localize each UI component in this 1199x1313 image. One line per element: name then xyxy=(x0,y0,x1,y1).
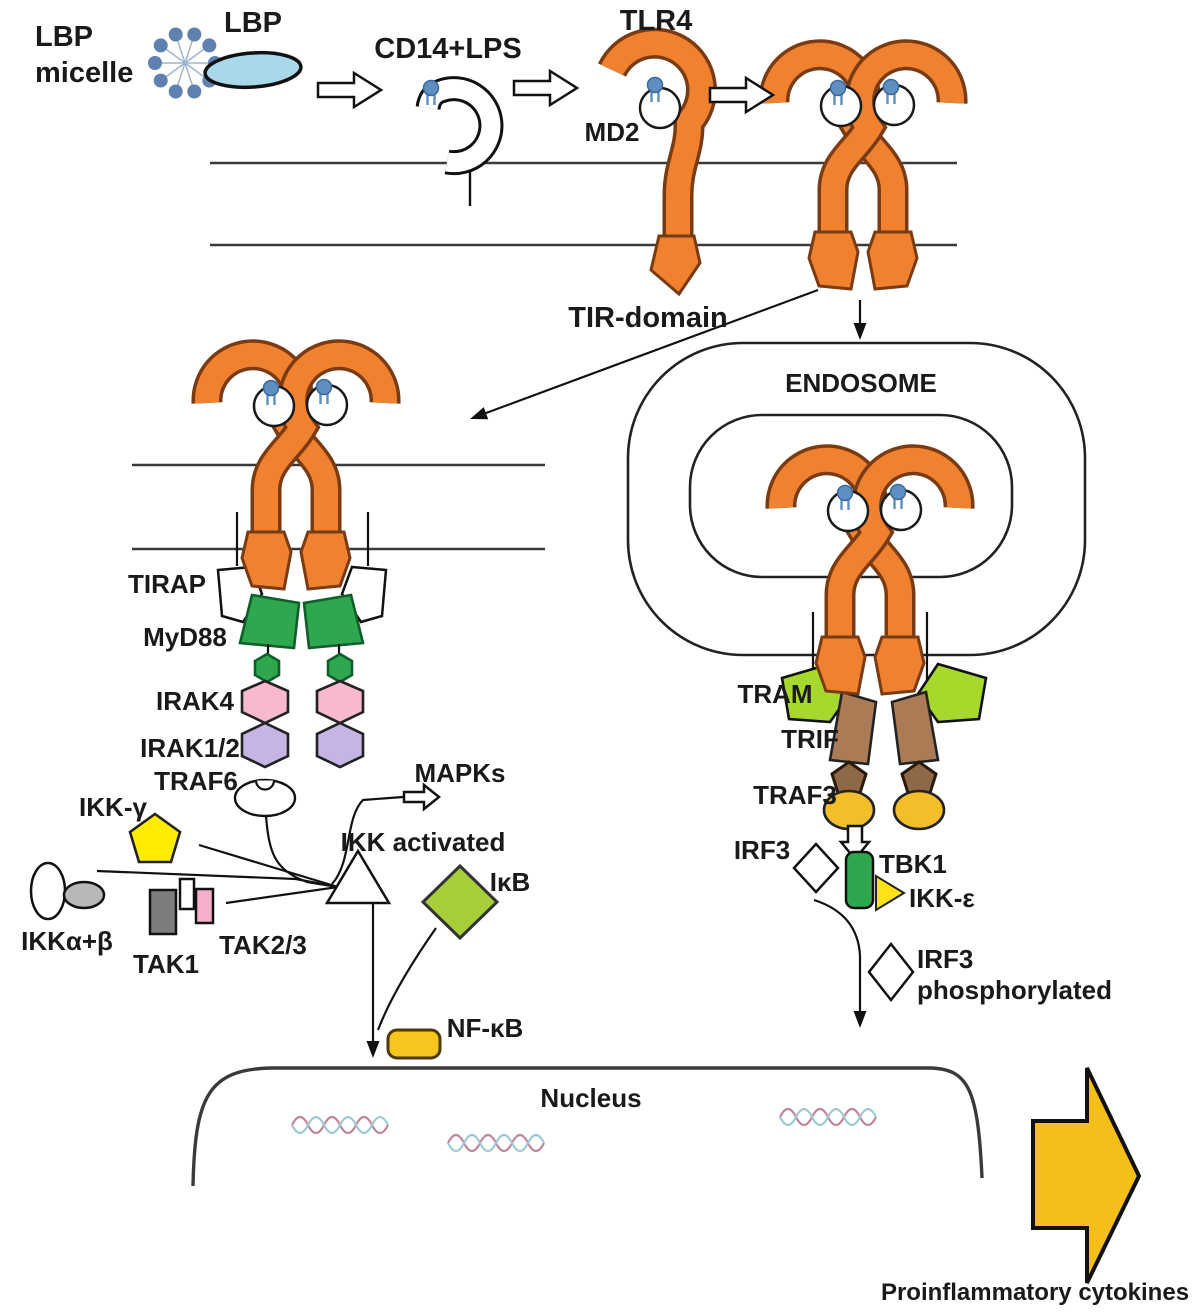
myd88-right xyxy=(302,593,365,650)
lbp-label: LBP xyxy=(224,7,282,39)
lbp-micelle-label-1: LBP xyxy=(35,21,93,53)
step-arrow-1 xyxy=(316,70,384,110)
proinflammatory-arrow xyxy=(1031,1067,1142,1284)
irak12-label: IRAK1/2 xyxy=(140,733,240,763)
tirap-label: TIRAP xyxy=(128,569,206,599)
tak23-label: TAK2/3 xyxy=(219,930,307,960)
irf3-phos-label-2: phosphorylated xyxy=(917,975,1112,1005)
ikk-alpha-ellipse xyxy=(29,861,67,921)
myd88-death-domain-right xyxy=(326,652,354,684)
arrow-to-endosome xyxy=(853,300,867,340)
cd14-molecule xyxy=(424,81,491,163)
tak3-box xyxy=(194,887,215,925)
irak4-right xyxy=(315,679,365,725)
ikk-gamma-pentagon xyxy=(128,812,182,864)
trif-left xyxy=(828,690,878,766)
nfkb-box xyxy=(386,1028,442,1060)
nucleus-label: Nucleus xyxy=(540,1083,641,1113)
proinflammatory-label: Proinflammatory cytokines xyxy=(881,1279,1189,1306)
cd14-lps-label: CD14+LPS xyxy=(374,33,521,65)
irf3-phos-label-1: IRF3 xyxy=(917,944,973,974)
tbk1-label: TBK1 xyxy=(879,849,947,879)
ikk-epsilon-label: IKK-ε xyxy=(909,883,975,913)
tak1-label: TAK1 xyxy=(133,949,199,979)
traf3-ring-right xyxy=(900,760,938,795)
ikk-activated-label: IKK activated xyxy=(341,827,506,857)
ikk-activated-triangle xyxy=(324,848,392,905)
traf3-right xyxy=(892,789,946,831)
arrow-to-plasma-dimer xyxy=(467,288,819,426)
dna-helix-1 xyxy=(290,1115,390,1135)
ikb-release-line xyxy=(376,927,437,1031)
ikk-beta-ellipse xyxy=(62,880,106,910)
ikb-diamond xyxy=(420,863,500,941)
myd88-left xyxy=(238,593,301,650)
tlr4-dimer-plasma xyxy=(207,355,385,589)
traf3-tbk1-arrow xyxy=(838,824,872,861)
tlr4-dimer-top xyxy=(774,55,952,289)
lbp-protein xyxy=(203,50,303,90)
step-arrow-2 xyxy=(512,68,580,108)
irf3-phos-diamond xyxy=(867,941,915,1003)
lbp-micelle-label-2: micelle xyxy=(35,57,133,89)
irak4-label: IRAK4 xyxy=(156,686,235,716)
signal-convergence-lines xyxy=(96,815,339,905)
traf6-molecule xyxy=(233,778,297,818)
ikb-label: IκB xyxy=(490,867,531,897)
tirap-myd88-complex xyxy=(216,512,388,769)
traf6-label: TRAF6 xyxy=(154,766,238,796)
arrow-tbk1-to-nucleus xyxy=(813,898,867,1028)
myd88-label: MyD88 xyxy=(143,622,227,652)
tak1-box xyxy=(148,888,178,936)
arrow-ikk-to-nucleus xyxy=(366,903,380,1058)
irak12-left xyxy=(240,721,290,769)
tlr4-label: TLR4 xyxy=(620,5,693,37)
traf3-ring-left xyxy=(830,760,868,795)
ikk-ab-label: IKKα+β xyxy=(21,926,113,956)
irak4-left xyxy=(240,679,290,725)
tlr4-monomer xyxy=(612,43,701,297)
mapks-arrow xyxy=(402,782,442,812)
ikk-gamma-label: IKK-γ xyxy=(79,792,147,822)
irf3-label: IRF3 xyxy=(734,835,790,865)
myd88-death-domain-left xyxy=(253,652,281,684)
tir-domain-label: TIR-domain xyxy=(568,302,728,334)
md2-label: MD2 xyxy=(585,117,640,147)
step-arrow-3 xyxy=(708,75,776,115)
tak2-box xyxy=(178,877,196,911)
nucleus-envelope xyxy=(191,1066,984,1187)
ikk-epsilon-triangle xyxy=(875,874,906,912)
endosome-label: ENDOSOME xyxy=(785,368,937,398)
lbp-micelle-icon xyxy=(148,27,222,99)
traf3-label: TRAF3 xyxy=(753,780,837,810)
md2-circle xyxy=(638,86,682,130)
trif-label: TRIF xyxy=(781,724,839,754)
irak12-right xyxy=(315,721,365,769)
tbk1-box xyxy=(844,850,875,910)
trif-right xyxy=(890,690,940,766)
dna-helix-2 xyxy=(446,1133,546,1153)
mapks-label: MAPKs xyxy=(414,758,505,788)
irf3-diamond xyxy=(792,842,840,894)
tram-label: TRAM xyxy=(737,679,812,709)
mapks-branch xyxy=(331,782,442,885)
nfkb-label: NF-κB xyxy=(447,1013,524,1043)
dna-helix-3 xyxy=(778,1107,878,1127)
